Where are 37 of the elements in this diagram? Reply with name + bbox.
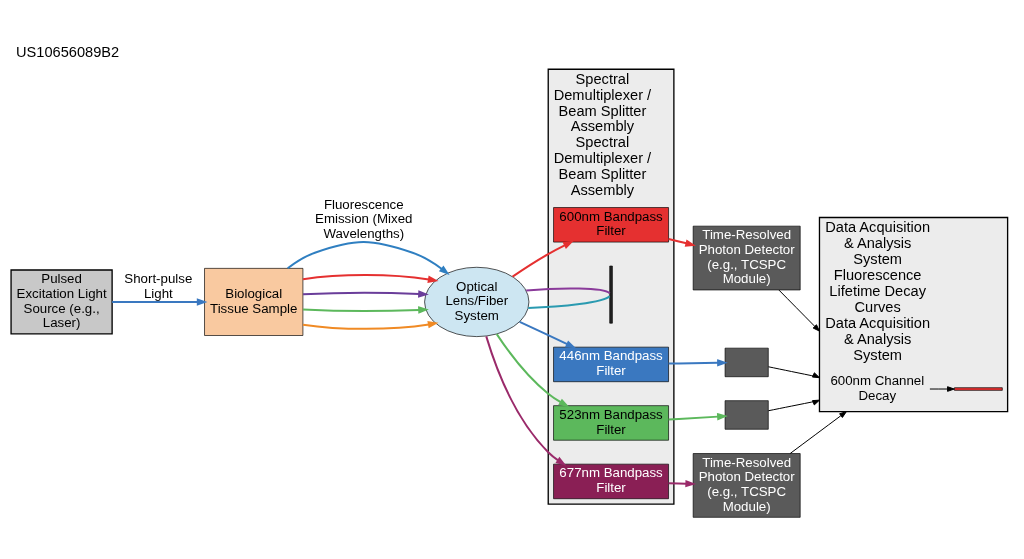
- arrow: [778, 289, 820, 332]
- node-bar: [609, 265, 613, 324]
- arrow: [511, 240, 574, 278]
- diagram-title: US10656089B2: [15, 43, 120, 60]
- arrow: [667, 479, 697, 487]
- node-box: Pulsed Excitation Light Source (e.g., Laser): [10, 268, 113, 334]
- node-box: 677nm Bandpass Filter: [553, 463, 669, 499]
- edge-label: Short-pulse Light: [124, 270, 193, 301]
- arrow: [518, 320, 577, 348]
- arrow: [302, 305, 429, 314]
- node-box: [724, 347, 769, 377]
- arrow: [111, 297, 208, 306]
- node-box: Biological Tissue Sample: [204, 267, 304, 336]
- arrow: [767, 365, 820, 378]
- node-text: 600nm Channel Decay: [830, 372, 925, 403]
- node-box: 600nm Bandpass Filter: [553, 206, 669, 242]
- node-box: Time-Resolved Photon Detector (e.g., TCSPC Module): [692, 452, 801, 518]
- arrow: [286, 240, 450, 275]
- arrow: [667, 237, 696, 247]
- node-box: [724, 399, 769, 430]
- node-box: 523nm Bandpass Filter: [553, 404, 669, 441]
- edge-label: Fluorescence Emission (Mixed Wavelengths): [315, 196, 413, 241]
- arrow: [302, 273, 439, 283]
- arrow: [789, 410, 847, 454]
- arrow: [485, 334, 567, 466]
- arrow: [302, 320, 439, 330]
- node-box: Time-Resolved Photon Detector (e.g., TCSPC Module): [692, 225, 801, 290]
- connector: [527, 294, 611, 309]
- connector: [525, 287, 611, 294]
- arrow: [929, 385, 955, 392]
- arrow: [667, 412, 728, 421]
- arrow: [495, 332, 570, 407]
- arrow: [302, 289, 429, 298]
- arrow: [767, 399, 820, 411]
- node-line: [954, 386, 1003, 391]
- node-box: 446nm Bandpass Filter: [553, 346, 669, 382]
- arrow: [667, 358, 728, 367]
